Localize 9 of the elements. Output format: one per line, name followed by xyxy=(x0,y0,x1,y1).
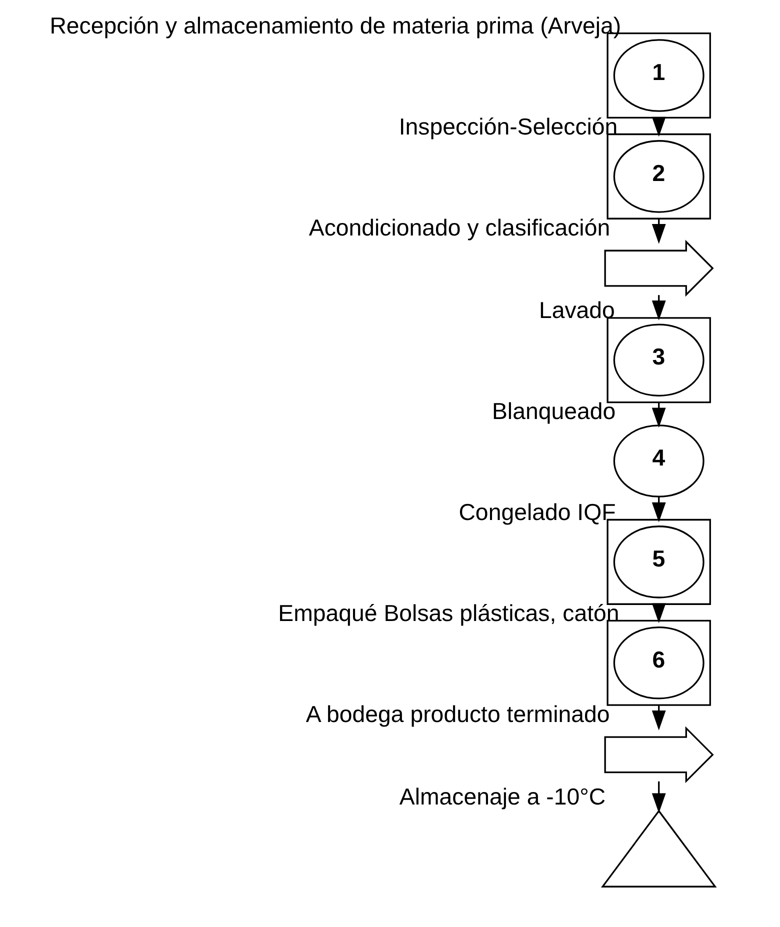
node-label: Empaqué Bolsas plásticas, catón xyxy=(278,600,620,626)
node-label: Recepción y almacenamiento de materia prima (Arveja) xyxy=(50,12,622,39)
node-label: Almacenaje a -10°C xyxy=(399,784,606,810)
node-label: Acondicionado y clasificación xyxy=(308,214,610,241)
node-label: Congelado IQF xyxy=(458,499,616,526)
node-label: Lavado xyxy=(538,297,615,324)
node-label: Inspección-Selección xyxy=(398,114,618,140)
node-label: A bodega producto terminado xyxy=(306,700,610,727)
node-label: Blanqueado xyxy=(492,398,616,424)
